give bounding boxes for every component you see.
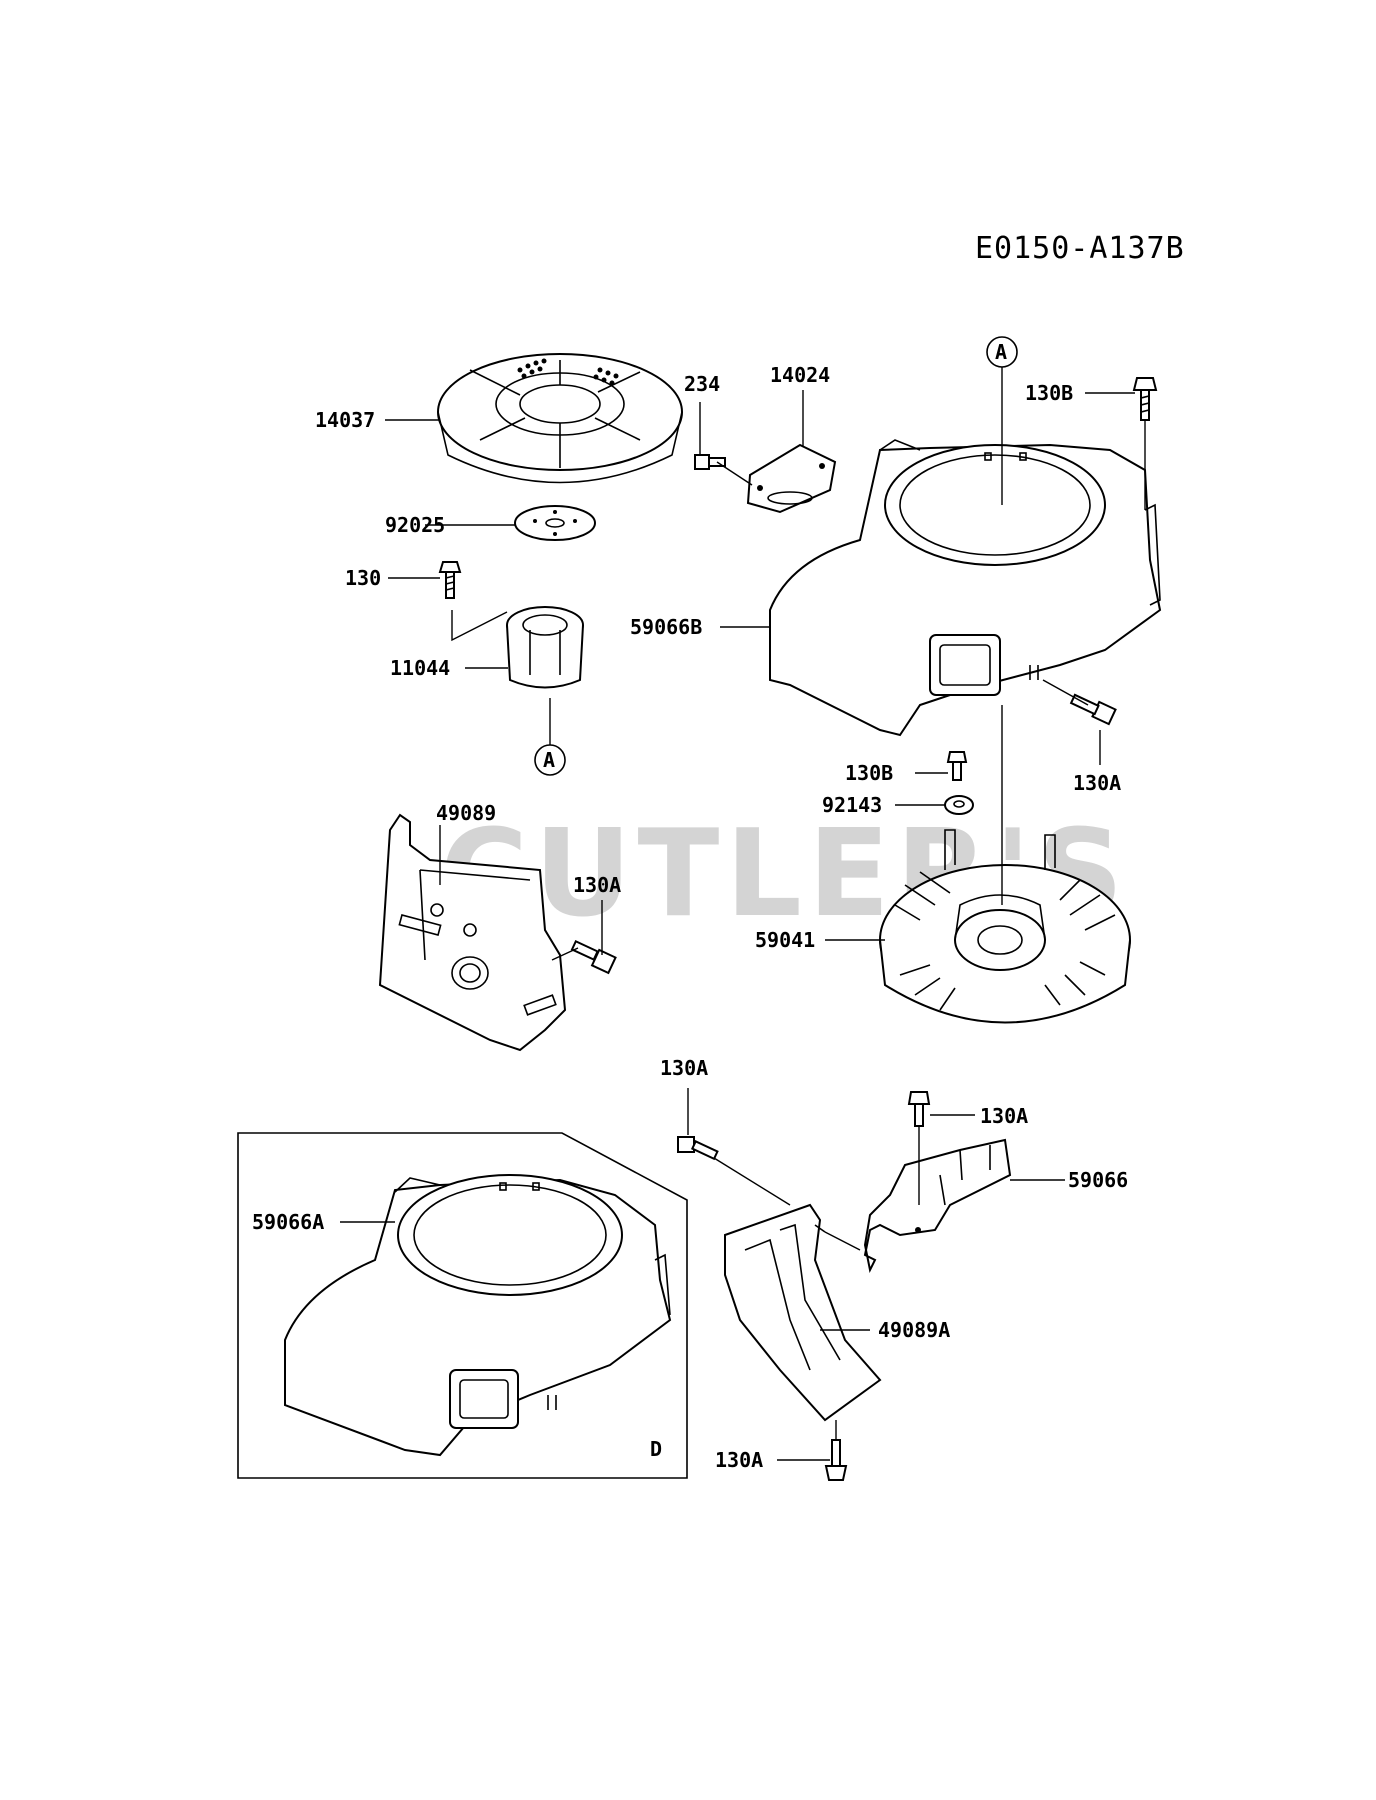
ref-marker-a-top: A	[986, 336, 1018, 505]
svg-text:A: A	[543, 748, 555, 772]
hub-11044	[451, 606, 584, 689]
detail-box-d: D	[237, 1132, 688, 1479]
svg-text:A: A	[995, 340, 1007, 364]
label-130A-right: 130A	[1073, 771, 1121, 795]
bolt-130A-center	[677, 1136, 719, 1161]
bracket-59066	[863, 1138, 1012, 1274]
washer-92143	[944, 795, 974, 815]
label-49089A: 49089A	[878, 1318, 950, 1342]
label-130: 130	[345, 566, 381, 590]
bolt-130B-mid	[946, 751, 968, 781]
bolt-130	[438, 561, 462, 599]
label-14024: 14024	[770, 363, 830, 387]
label-59066: 59066	[1068, 1168, 1128, 1192]
label-130A-bracket: 130A	[980, 1104, 1028, 1128]
label-59041: 59041	[755, 928, 815, 952]
plate-92025	[514, 505, 596, 541]
label-130A-left: 130A	[573, 873, 621, 897]
cover-49089	[378, 813, 567, 1052]
label-130A-bottom: 130A	[715, 1448, 763, 1472]
label-130B-mid: 130B	[845, 761, 893, 785]
label-59066A: 59066A	[252, 1210, 324, 1234]
bolt-130A-bottom	[824, 1439, 848, 1481]
diagram-code: E0150-A137B	[975, 231, 1185, 266]
label-130A-center: 130A	[660, 1056, 708, 1080]
bolt-130A-left	[570, 939, 617, 975]
detail-box-label: D	[650, 1437, 662, 1461]
label-234: 234	[684, 372, 720, 396]
bolt-130A-bracket	[907, 1091, 931, 1127]
ref-marker-a-bottom: A	[534, 698, 566, 776]
label-11044: 11044	[390, 656, 450, 680]
bolt-130B-top	[1132, 377, 1158, 421]
shroud-59066A	[284, 1174, 672, 1457]
shroud-59066B	[769, 439, 1162, 737]
label-92143: 92143	[822, 793, 882, 817]
label-130B-top: 130B	[1025, 381, 1073, 405]
label-92025: 92025	[385, 513, 445, 537]
label-14037: 14037	[315, 408, 375, 432]
screw-234	[694, 454, 726, 470]
flywheel-59041	[879, 829, 1131, 1024]
leader-lines	[340, 390, 1146, 1461]
label-49089: 49089	[436, 801, 496, 825]
shield-49089A	[724, 1203, 882, 1422]
fan-screen-14037	[437, 353, 683, 484]
label-59066B: 59066B	[630, 615, 702, 639]
plate-14024	[746, 443, 837, 514]
